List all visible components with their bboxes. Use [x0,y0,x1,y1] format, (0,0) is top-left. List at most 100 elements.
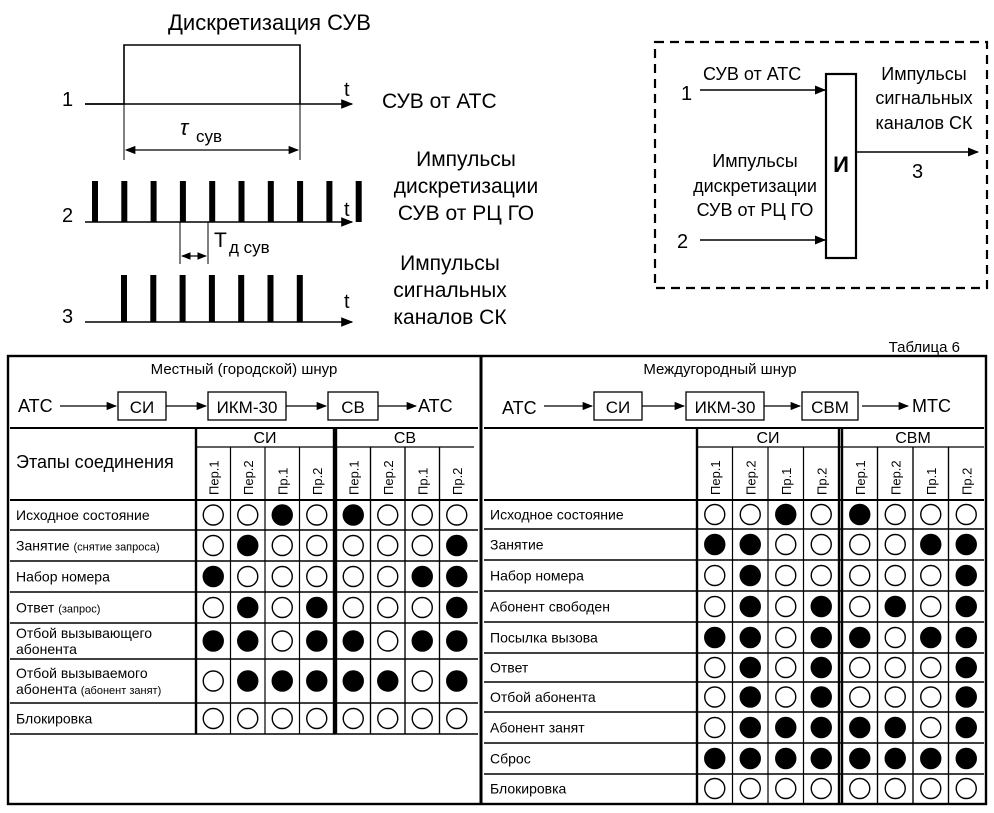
state-idle-dot [920,686,942,708]
state-active-dot [739,564,761,587]
state-idle-dot [849,656,871,679]
label3-line2: сигнальных [393,279,507,302]
row-sublabel: (снятие запроса) [73,542,159,554]
row-label-text: Абонент свободен [490,599,610,615]
axis-t-1: t [344,79,350,101]
local-chain-4: АТС [418,396,453,416]
state-idle-dot [271,630,293,652]
row-label-text: Занятие [16,538,73,554]
state-active-dot [739,626,761,649]
state-idle-dot [849,533,871,556]
row-label-text: Исходное состояние [490,507,624,523]
state-active-dot [739,595,761,618]
state-idle-dot [306,707,328,730]
state-active-dot [810,716,832,739]
column-header: Пр.2 [310,468,325,495]
state-active-dot [271,670,293,692]
state-active-dot [849,503,871,526]
state-active-dot [955,533,977,556]
label-suv-ats: СУВ от АТС [382,90,497,113]
signal-pulse [267,275,274,322]
state-active-dot [920,626,942,649]
signal-channel-pulses [121,275,303,322]
state-active-dot [446,670,468,692]
column-header: Пер.2 [743,460,758,495]
state-active-dot [810,595,832,618]
local-block-si [117,391,167,421]
row-sublabel: (абонент занят) [81,685,161,697]
state-active-dot [342,630,364,652]
column-header: Пер.1 [346,460,361,495]
row-label-text: Абонент занят [490,720,585,736]
sampling-pulse [92,181,98,222]
state-idle-dot [377,534,399,557]
gate-dashed-frame [653,40,989,290]
row-label: Отбой вызываемого [16,665,148,681]
row-label-line2: абонента [16,641,77,657]
state-active-dot [884,747,906,770]
row-label: Занятие (снятие запроса) [16,538,160,554]
state-active-dot [237,630,259,652]
state-idle-dot [202,504,224,526]
label3-line3: каналов СК [393,306,507,329]
column-header: Пр.2 [450,468,465,495]
row-label: Набор номера [490,568,584,584]
state-idle-dot [775,686,797,708]
state-idle-dot [704,656,726,679]
signal-pulse [179,275,186,322]
tau-subscript: сув [196,127,222,146]
state-active-dot [955,595,977,618]
sampling-pulse [297,181,304,222]
state-idle-dot [237,504,259,526]
gate-output-line2: сигнальных [875,88,972,108]
column-header: Пер.2 [888,460,903,495]
timing-diagram: Дискретизация СУВ 1 t τ сув СУВ от АТС 2… [62,10,538,329]
state-idle-dot [775,656,797,679]
intercity-title: Междугородный шнур [643,361,796,378]
row-label-line2: абонента (абонент занят) [16,681,161,697]
state-idle-dot [884,656,906,679]
intercity-chain-2: ИКМ-30 [695,398,756,417]
tau-symbol: τ [180,115,190,140]
local-header: Местный (городской) шнур АТС СИ ИКМ-30 С… [18,361,453,421]
state-idle-dot [202,670,224,692]
state-active-dot [446,534,468,557]
table-caption: Таблица 6 [889,339,960,356]
state-idle-dot [411,707,433,730]
state-active-dot [237,670,259,692]
row-label: Исходное состояние [16,507,150,523]
state-idle-dot [271,707,293,730]
state-idle-dot [849,595,871,618]
timing-title: Дискретизация СУВ [168,10,371,35]
row-label: Блокировка [490,781,567,797]
state-idle-dot [884,503,906,526]
group-label-second: СВМ [895,430,931,447]
gate-input2-line1: Импульсы [712,151,797,171]
row-label: Ответ (запрос) [16,600,100,616]
state-idle-dot [704,595,726,618]
state-idle-dot [810,777,832,800]
intercity-chain-1: СИ [606,398,631,417]
state-idle-dot [704,777,726,800]
state-idle-dot [704,686,726,708]
signal-pulse [121,275,127,322]
intercity-chain-3: СВМ [811,398,849,417]
state-idle-dot [849,777,871,800]
column-header: Пр.1 [415,468,430,495]
state-active-dot [342,670,364,692]
row-label: Посылка вызова [490,630,598,646]
state-active-dot [955,656,977,679]
sampling-pulse [326,181,333,222]
state-idle-dot [704,716,726,739]
state-idle-dot [810,564,832,587]
sampling-pulses [92,181,362,222]
state-active-dot [775,503,797,526]
gate-label: И [833,152,849,177]
and-gate-block: И 1 СУВ от АТС Импульсы дискретизации СУ… [653,40,989,290]
signal-pulse [296,275,303,322]
state-active-dot [955,716,977,739]
state-active-dot [849,747,871,770]
state-idle-dot [306,534,328,557]
state-idle-dot [775,533,797,556]
state-active-dot [810,626,832,649]
